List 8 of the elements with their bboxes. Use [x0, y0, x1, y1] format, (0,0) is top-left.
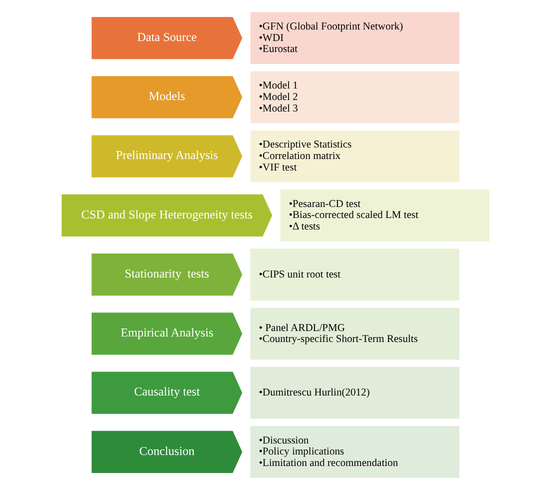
node-box: •Model 1 •Model 2 •Model 3 [249, 70, 460, 124]
node-box: •Pesaran-CD test •Bias-corrected scaled LM test •Δ tests [279, 188, 490, 242]
node-box: •Descriptive Statistics •Correlation matrix •VIF test [249, 130, 460, 184]
node-box: •CIPS unit root test [249, 248, 460, 302]
node-box: •Discussion •Policy implications •Limitation and recommendation [249, 425, 460, 479]
node-box: •GFN (Global Footprint Network) •WDI •Eurostat [249, 11, 460, 65]
node-box: • Panel ARDL/PMG •Country-specific Short-Term Results [249, 306, 460, 360]
node-box: •Dumitrescu Hurlin(2012) [249, 366, 460, 420]
